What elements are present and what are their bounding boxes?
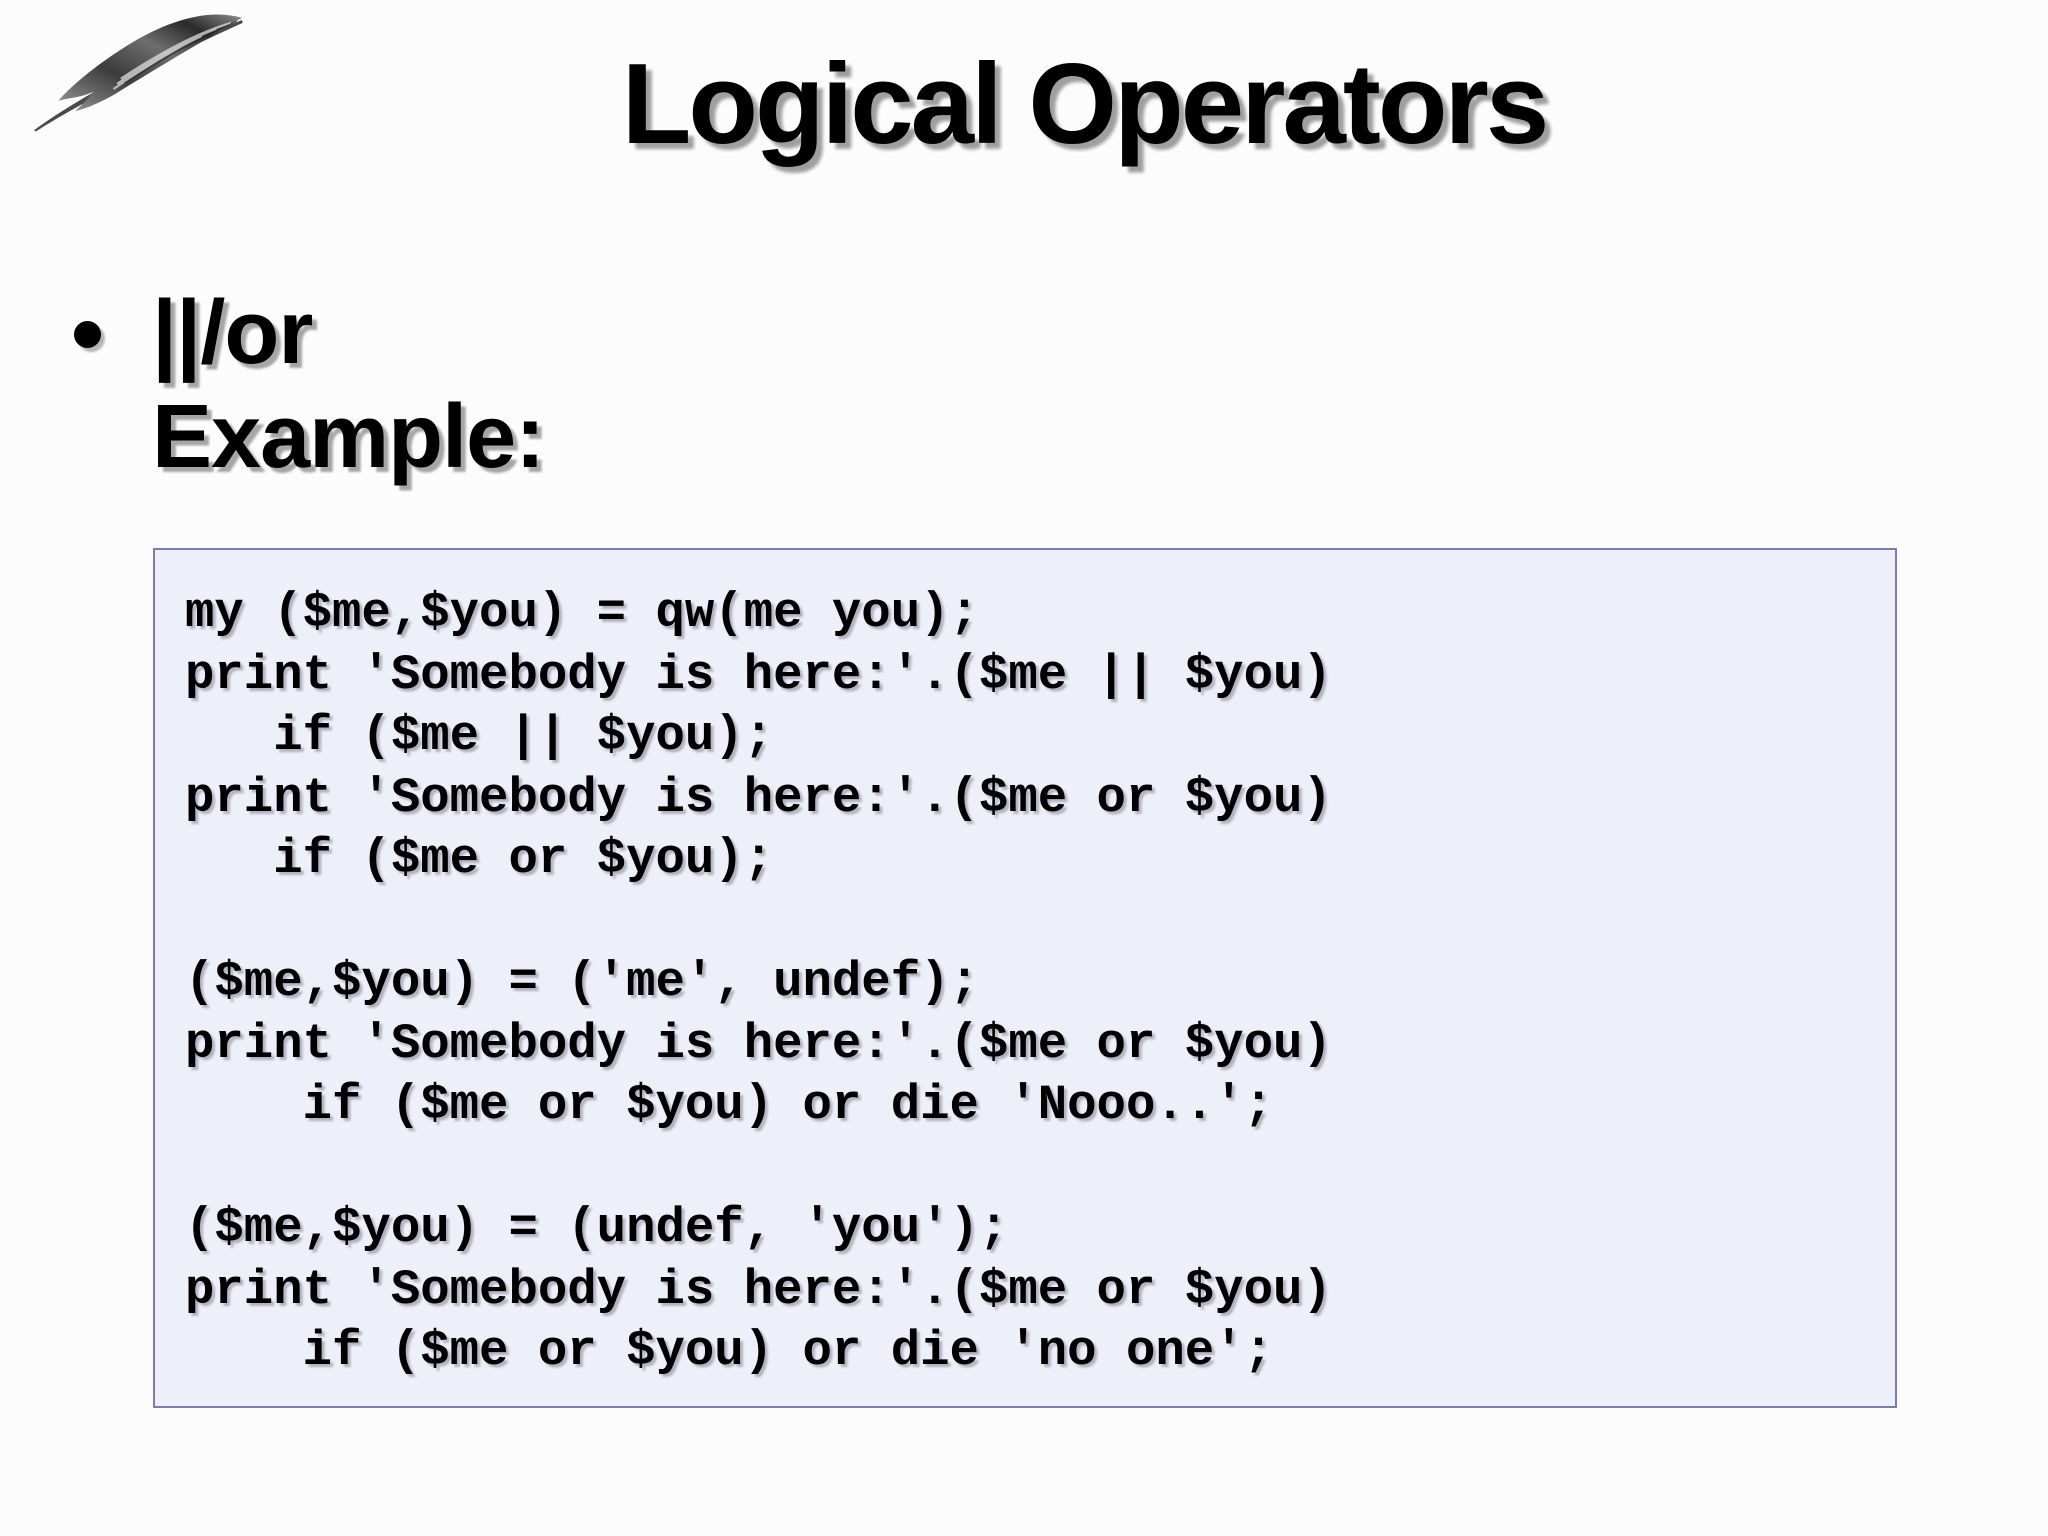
code-line: print 'Somebody is here:'.($me || $you) bbox=[185, 646, 1332, 703]
code-line: print 'Somebody is here:'.($me or $you) bbox=[185, 1015, 1332, 1072]
code-example-box: my ($me,$you) = qw(me you); print 'Someb… bbox=[153, 548, 1897, 1408]
code-line: if ($me or $you) or die 'no one'; bbox=[185, 1323, 1273, 1379]
code-line: print 'Somebody is here:'.($me or $you) bbox=[185, 769, 1332, 826]
bullet-marker bbox=[74, 321, 101, 348]
code-line: if ($me or $you) or die 'Nooo..'; bbox=[185, 1077, 1273, 1133]
code-line-blank bbox=[185, 1137, 1885, 1199]
code-line: my ($me,$you) = qw(me you); bbox=[185, 585, 979, 641]
code-line: ($me,$you) = ('me', undef); bbox=[185, 954, 979, 1010]
code-line: if ($me || $you); bbox=[185, 708, 774, 764]
bullet-item: ||/or Example: bbox=[152, 281, 545, 489]
code-line: ($me,$you) = (undef, 'you'); bbox=[185, 1200, 1009, 1256]
code-line: if ($me or $you); bbox=[185, 831, 774, 887]
bullet-line-operator: ||/or bbox=[152, 283, 313, 383]
bullet-line-example: Example: bbox=[152, 387, 545, 487]
feather-quill-icon bbox=[34, 14, 243, 132]
code-line-blank bbox=[185, 891, 1885, 953]
code-line: print 'Somebody is here:'.($me or $you) bbox=[185, 1261, 1332, 1318]
page-title: Logical Operators bbox=[621, 41, 1550, 168]
